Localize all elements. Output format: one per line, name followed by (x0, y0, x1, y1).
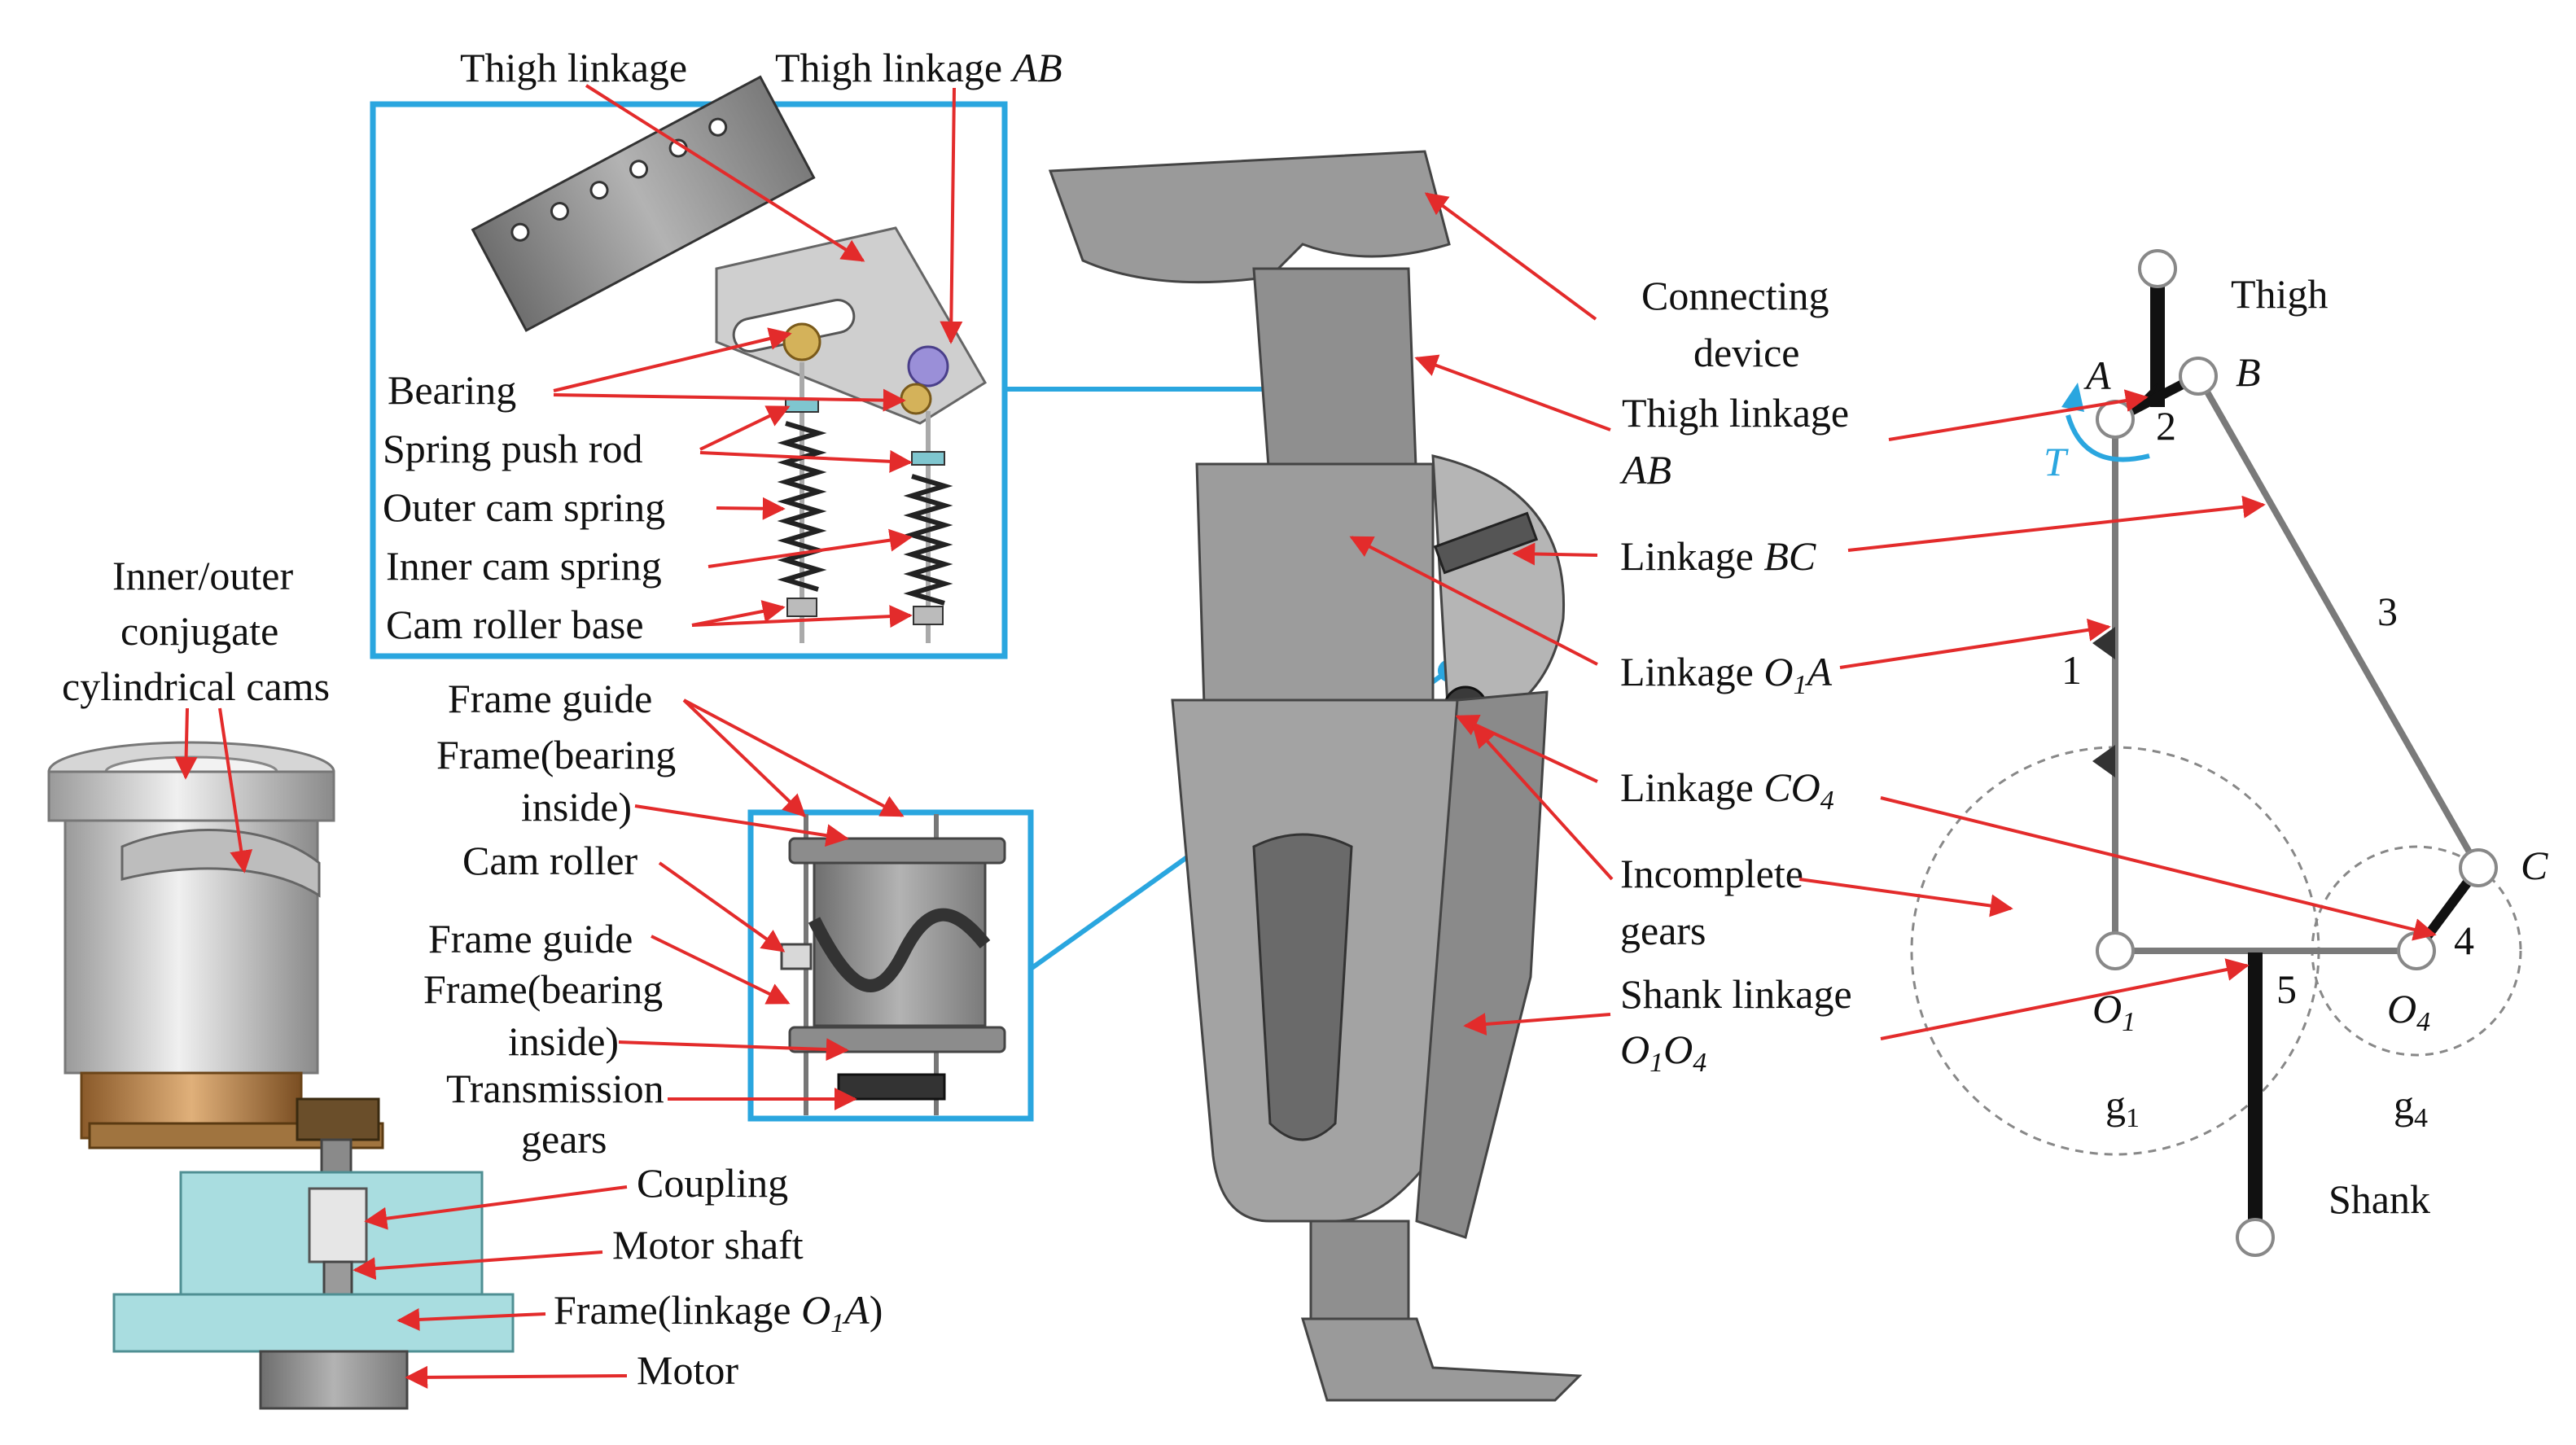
label-B: B (2236, 349, 2261, 395)
pinion-gear (296, 1097, 380, 1141)
thigh-end-joint (2138, 249, 2177, 288)
mid-callout-arrows (618, 698, 905, 1110)
label-coupling: Coupling (637, 1160, 788, 1206)
bearing-left (782, 322, 821, 361)
label-cam-roller: Cam roller (462, 838, 638, 883)
label-frame-bearing-2b: inside) (508, 1018, 619, 1064)
ankle-adapter (1309, 1219, 1410, 1320)
cam-groove-path (120, 829, 321, 898)
label-O4: O4 (2387, 986, 2430, 1037)
label-transmission-b: gears (521, 1116, 607, 1162)
label-thigh-ab-a: Thigh linkage (1622, 390, 1849, 436)
label-frame-bearing-2a: Frame(bearing (423, 966, 663, 1012)
shank-end-joint (2236, 1218, 2275, 1257)
joint-B (2179, 357, 2218, 396)
label-incomplete-b: gears (1620, 908, 1706, 953)
linkage-ab-pin (907, 345, 949, 388)
label-A: A (2083, 352, 2111, 398)
cam-cylinder (813, 861, 987, 1027)
thigh-linkage-part (471, 75, 816, 332)
cam-groove (808, 908, 991, 992)
label-g4: g4 (2394, 1082, 2428, 1133)
cyan-frame-base (112, 1293, 515, 1353)
label-frame-guide-2: Frame guide (428, 916, 633, 961)
center-arrows (1349, 192, 1614, 1036)
bearing-right (900, 383, 932, 415)
label-C: C (2521, 843, 2548, 888)
foot-part (1300, 1317, 1583, 1402)
connecting-device (1048, 150, 1451, 284)
label-linkage-bc: Linkage BC (1620, 533, 1816, 579)
label-cams-b: conjugate (120, 608, 278, 654)
label-n3: 3 (2377, 589, 2398, 634)
label-shank-b: O1O4 (1620, 1027, 1706, 1078)
joint-C (2459, 848, 2498, 887)
cam-roller-base-right (913, 606, 944, 625)
joint-O4 (2397, 931, 2436, 970)
label-motor: Motor (637, 1347, 738, 1393)
center-labels: Connecting device Thigh linkage AB Linka… (1619, 273, 1852, 1078)
thigh-linkage-ab-part (1252, 267, 1418, 490)
label-shank: Shank (2328, 1176, 2430, 1222)
cam-roller-part (780, 943, 813, 970)
label-n1: 1 (2061, 647, 2082, 693)
label-transmission-a: Transmission (446, 1066, 664, 1111)
label-inner-cam-spring: Inner cam spring (386, 543, 662, 589)
linkage-o1a-part (1195, 462, 1435, 734)
frame-upper (788, 837, 1006, 865)
label-linkage-co4: Linkage CO4 (1620, 764, 1834, 816)
left-assembly-arrows (174, 707, 628, 1389)
label-incomplete-a: Incomplete (1620, 851, 1803, 896)
label-outer-cam-spring: Outer cam spring (383, 484, 665, 530)
label-thigh: Thigh (2231, 271, 2328, 317)
label-cams-a: Inner/outer (112, 553, 293, 598)
label-frame-bearing-1a: Frame(bearing (436, 732, 676, 777)
joint-O1 (2096, 931, 2135, 970)
transmission-gear-part (837, 1073, 946, 1101)
coupling-part (308, 1187, 368, 1263)
schematic-arrows (1798, 389, 2437, 1040)
label-bearing: Bearing (388, 367, 516, 413)
label-connecting-b: device (1693, 330, 1799, 375)
kinematic-schematic: Thigh Shank A B C T 1 2 3 4 5 O1 O4 g1 g… (1798, 249, 2548, 1257)
motor-part (259, 1350, 409, 1410)
left-motor-assembly: Inner/outer conjugate cylindrical cams C… (47, 553, 883, 1410)
shank-linkage-o1o4-part (1415, 690, 1549, 1239)
knee-prosthesis-model (1048, 150, 1614, 1402)
outer-cam-spring (777, 421, 827, 592)
label-cams-c: cylindrical cams (62, 663, 330, 709)
label-frame-bearing-1b: inside) (521, 784, 632, 830)
label-connecting-a: Connecting (1641, 273, 1829, 318)
label-thigh-linkage: Thigh linkage (460, 45, 687, 90)
top-callout-arrows (553, 84, 963, 628)
cam-roller-base-left (786, 598, 817, 617)
label-n2: 2 (2156, 403, 2176, 449)
label-shank-a: Shank linkage (1620, 971, 1852, 1017)
label-spring-push-rod: Spring push rod (383, 426, 642, 471)
label-thigh-linkage-ab: Thigh linkage AB (775, 45, 1062, 90)
label-linkage-o1a: Linkage O1A (1620, 649, 1832, 700)
linkage-bc-part (1433, 511, 1539, 575)
top-detail-callout: Thigh linkage Thigh linkage AB Bearing S… (370, 45, 1062, 659)
label-T: T (2044, 439, 2069, 484)
link-3 (2195, 374, 2482, 869)
label-frame-linkage: Frame(linkage O1A) (554, 1287, 883, 1338)
label-g1: g1 (2105, 1082, 2140, 1133)
inner-cam-spring (903, 474, 953, 606)
joint-A (2096, 400, 2135, 439)
label-motor-shaft: Motor shaft (612, 1222, 804, 1268)
mid-detail-callout: Frame guide Frame(bearing inside) Cam ro… (423, 676, 1034, 1162)
label-frame-guide-1: Frame guide (448, 676, 652, 721)
label-n4: 4 (2454, 917, 2474, 963)
label-n5: 5 (2276, 966, 2297, 1012)
label-thigh-ab-b: AB (1619, 447, 1671, 493)
label-cam-roller-base: Cam roller base (386, 602, 644, 647)
torque-arc (2066, 414, 2150, 462)
outer-cam (47, 770, 335, 822)
